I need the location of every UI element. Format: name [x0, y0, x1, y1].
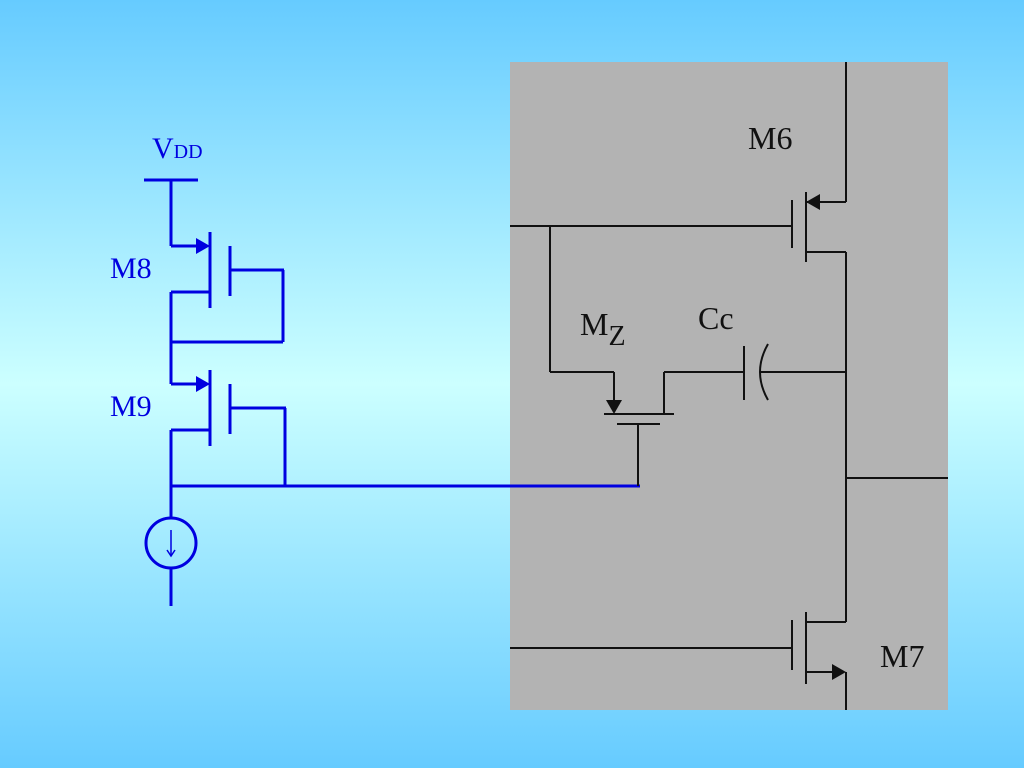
m8-label: M8	[110, 252, 152, 285]
opamp-output-stage-panel	[510, 62, 948, 710]
m7-source-arrow	[832, 664, 846, 680]
m9-source-arrow	[196, 376, 210, 392]
opamp-wires	[510, 62, 948, 710]
mz-source-arrow	[606, 400, 622, 414]
opamp-arrows	[606, 194, 846, 680]
m6-label: M6	[748, 120, 793, 156]
cc-label: Cc	[698, 300, 734, 336]
bias-wires	[144, 178, 640, 606]
mz-label: MZ	[580, 306, 626, 352]
m7-label: M7	[880, 638, 925, 674]
current-source-arrow-icon	[166, 530, 176, 558]
vdd-label: VDD	[152, 132, 203, 165]
bias-arrows	[196, 238, 210, 392]
m9-label: M9	[110, 390, 152, 423]
m6-source-arrow	[806, 194, 820, 210]
m8-source-arrow	[196, 238, 210, 254]
